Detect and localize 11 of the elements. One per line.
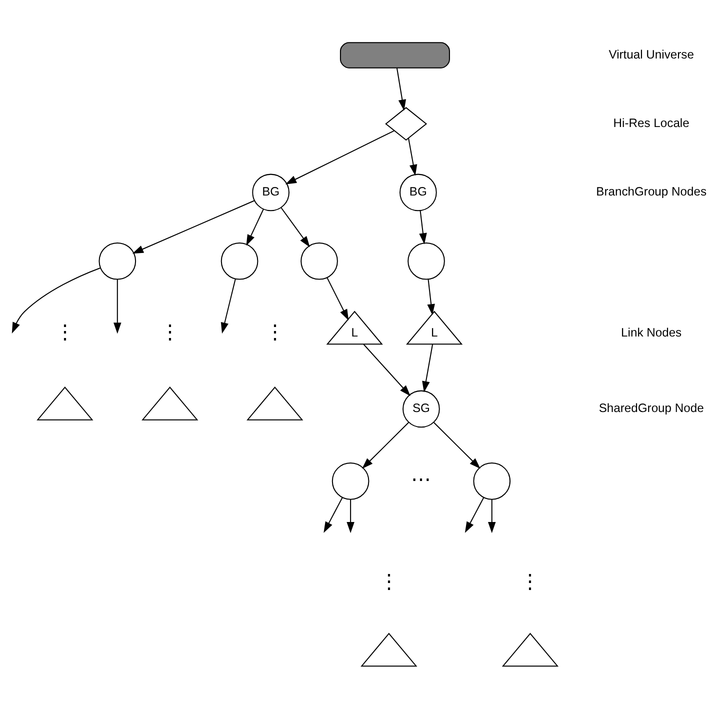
label: ⋮ [54, 321, 75, 344]
label: Hi-Res Locale [613, 116, 690, 130]
label: ⋮ [160, 321, 180, 344]
label: ⋮ [520, 571, 540, 594]
label: Virtual Universe [608, 47, 694, 62]
label: SharedGroup Node [598, 401, 704, 416]
label: ⋯ [411, 469, 432, 492]
label: Link Nodes [621, 325, 682, 340]
label: ⋮ [264, 321, 285, 344]
label: ⋮ [378, 571, 399, 594]
label: BranchGroup Nodes [596, 184, 707, 199]
